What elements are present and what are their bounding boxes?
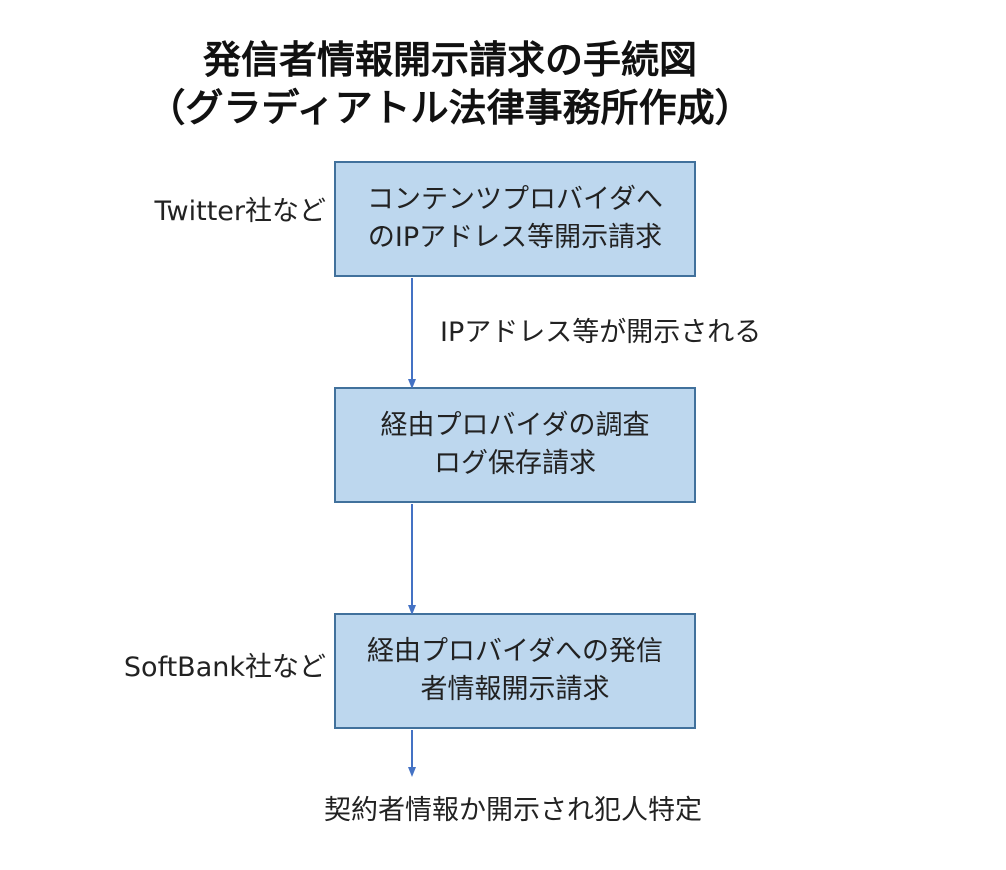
step-box-2-line-1: 経由プロバイダの調査 <box>380 410 650 441</box>
step-box-3-line-1: 経由プロバイダへの発信 <box>367 636 663 667</box>
step-box-2-line-2: ログ保存請求 <box>434 448 596 479</box>
title-line-1: 発信者情報開示請求の手続図 <box>202 38 697 82</box>
step-box-1-line-1: コンテンツプロバイダへ <box>367 184 663 215</box>
title-line-2: （グラディアトル法律事務所作成） <box>147 86 753 130</box>
side-label-content-provider: Twitter社など <box>154 196 327 227</box>
step-box-sender-info-disclosure-request: 経由プロバイダへの発信 者情報開示請求 <box>334 613 696 729</box>
diagram-title: 発信者情報開示請求の手続図 （グラディアトル法律事務所作成） <box>130 36 770 132</box>
step-box-ip-disclosure-request: コンテンツプロバイダへ のIPアドレス等開示請求 <box>334 161 696 277</box>
result-text: 契約者情報か開示され犯人特定 <box>324 795 702 826</box>
step-box-1-line-2: のIPアドレス等開示請求 <box>367 222 663 253</box>
arrow-label-ip-disclosed: IPアドレス等が開示される <box>440 317 762 348</box>
step-box-3-line-2: 者情報開示請求 <box>420 674 610 705</box>
side-label-transit-provider: SoftBank社など <box>123 652 326 683</box>
step-box-log-preservation-request: 経由プロバイダの調査 ログ保存請求 <box>334 387 696 503</box>
